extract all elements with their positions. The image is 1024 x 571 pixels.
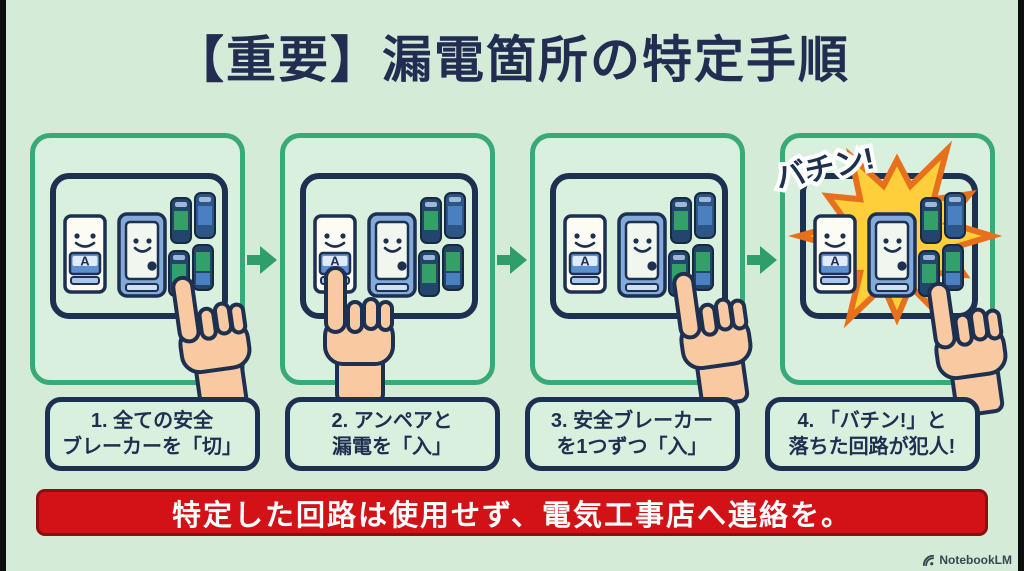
breaker-panel-illustration [285, 138, 490, 404]
step-caption-3: 3. 安全ブレーカー を1つずつ「入」 [524, 397, 740, 472]
caption-spacer [740, 397, 765, 471]
right-letterbox-bar [1018, 0, 1024, 571]
page-title: 【重要】漏電箇所の特定手順 [174, 32, 850, 88]
caption-line: 1. 全ての安全 [90, 410, 214, 432]
warning-banner-text: 特定した回路は使用せず、電気工事店へ連絡を。 [172, 499, 852, 532]
breaker-panel-illustration [535, 138, 760, 411]
step-captions-row: 1. 全ての安全 ブレーカーを「切」 2. アンペアと 漏電を「入」 3. 安全… [6, 397, 1018, 472]
arrow-slot [495, 133, 530, 385]
caption-line: 3. 安全ブレーカー [550, 410, 714, 432]
step-panel-3 [529, 133, 760, 411]
step-caption-4: 4. 「バチン!」と 落ちた回路が犯人! [764, 397, 980, 472]
arrow-slot [745, 133, 780, 385]
caption-line: 漏電を「入」 [332, 435, 452, 458]
step-panel-4: バチン! [768, 133, 1015, 421]
step-panel-2 [279, 133, 495, 404]
step-panel-1 [29, 133, 259, 415]
caption-line: 4. 「バチン!」と [797, 410, 947, 432]
breaker-panel-illustration-tripped: バチン! [768, 138, 1015, 421]
notebooklm-logo-icon [923, 554, 935, 566]
steps-flow: バチン! [6, 133, 1018, 421]
caption-spacer [500, 397, 525, 471]
caption-spacer [260, 397, 285, 471]
watermark: NotebookLM [922, 553, 1012, 567]
warning-banner: 特定した回路は使用せず、電気工事店へ連絡を。 [36, 489, 988, 536]
caption-line: ブレーカーを「切」 [62, 435, 242, 458]
step-caption-1: 1. 全ての安全 ブレーカーを「切」 [44, 397, 260, 472]
caption-line: 落ちた回路が犯人! [788, 435, 956, 458]
watermark-text: NotebookLM [939, 553, 1012, 567]
breaker-panel-illustration [35, 138, 259, 415]
left-letterbox-bar [0, 0, 6, 571]
arrow-slot [245, 133, 280, 385]
step-caption-2: 2. アンペアと 漏電を「入」 [284, 397, 500, 472]
arrow-right-icon [247, 246, 277, 274]
arrow-right-icon [747, 246, 777, 274]
caption-line: 2. アンペアと [331, 410, 453, 432]
caption-line: を1つずつ「入」 [556, 435, 708, 458]
arrow-right-icon [497, 246, 527, 274]
